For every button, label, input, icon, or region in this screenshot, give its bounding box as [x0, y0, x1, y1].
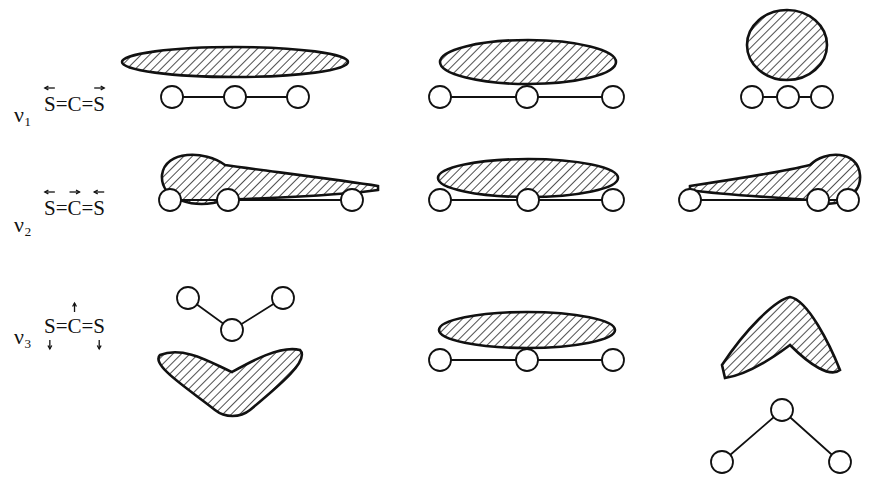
displacement-arrow	[48, 340, 52, 349]
mode-label: ν₁	[14, 104, 32, 126]
atom-circle	[517, 189, 539, 211]
electron-cloud	[122, 47, 348, 77]
molecule-model	[679, 189, 859, 211]
atom-circle	[161, 86, 183, 108]
displacement-arrow	[94, 86, 104, 90]
atom-circle	[177, 287, 199, 309]
atom-circle	[807, 189, 829, 211]
atom-circle	[811, 86, 833, 108]
displacement-arrow	[70, 190, 80, 194]
displacement-arrow	[45, 86, 55, 90]
atom-circle	[159, 189, 181, 211]
electron-cloud	[439, 312, 615, 348]
molecule-model	[159, 189, 363, 211]
atom-circle	[516, 86, 538, 108]
atom-circle	[741, 86, 763, 108]
displacement-arrow	[94, 190, 104, 194]
molecule-model	[161, 86, 309, 108]
atom-circle	[711, 451, 733, 473]
atom-circle	[272, 287, 294, 309]
atom-circle	[602, 86, 624, 108]
molecule-formula: S=C=S	[44, 198, 105, 219]
atom-circle	[771, 399, 793, 421]
mode-label: ν₃	[14, 326, 32, 348]
electron-cloud	[440, 40, 616, 84]
atom-circle	[679, 189, 701, 211]
label-holder: S=C=S	[44, 94, 105, 115]
atom-circle	[429, 349, 451, 371]
label-holder: ν₂	[14, 214, 32, 236]
atom-circle	[829, 451, 851, 473]
electron-cloud	[158, 349, 302, 416]
atom-circle	[217, 189, 239, 211]
molecule-formula: S=C=S	[44, 94, 105, 115]
molecule-formula: S=C=S	[44, 316, 105, 337]
electron-cloud	[690, 155, 860, 204]
molecule-model	[429, 189, 624, 211]
atom-circle	[516, 349, 538, 371]
atom-circle	[287, 86, 309, 108]
atom-circle	[602, 189, 624, 211]
atom-circle	[429, 86, 451, 108]
label-holder: ν₃	[14, 326, 32, 348]
mode-label: ν₂	[14, 214, 32, 236]
molecule-model	[429, 349, 624, 371]
atom-circle	[341, 189, 363, 211]
atom-circle	[224, 86, 246, 108]
electron-cloud	[722, 297, 840, 378]
displacement-arrow	[73, 303, 77, 312]
molecule-model	[711, 399, 851, 473]
atom-circle	[837, 189, 859, 211]
molecule-model	[177, 287, 294, 341]
atom-circle	[602, 349, 624, 371]
label-holder: ν₁	[14, 104, 32, 126]
label-holder: S=C=S	[44, 316, 105, 337]
atom-circle	[429, 189, 451, 211]
displacement-arrow	[97, 340, 101, 349]
displacement-arrow	[45, 190, 55, 194]
molecule-model	[429, 86, 624, 108]
molecule-model	[741, 86, 833, 108]
electron-cloud	[747, 10, 827, 80]
atom-circle	[777, 86, 799, 108]
label-holder: S=C=S	[44, 198, 105, 219]
atom-circle	[221, 319, 243, 341]
